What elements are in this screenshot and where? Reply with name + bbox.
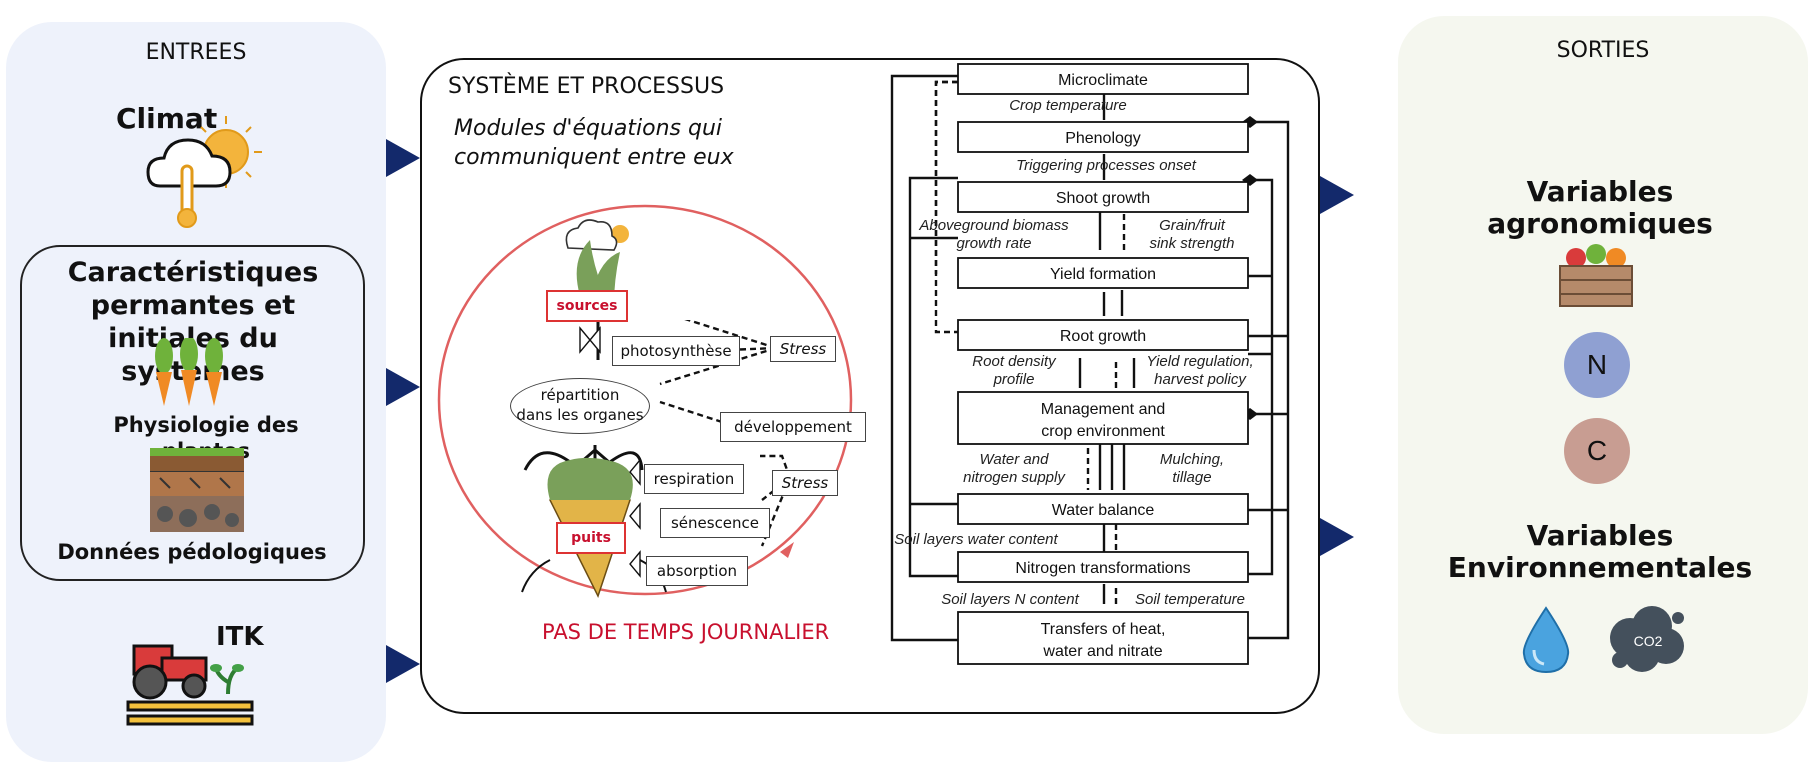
stress-box-1: Stress bbox=[770, 336, 836, 362]
agro-line-2: agronomiques bbox=[1487, 207, 1713, 240]
node-phenology bbox=[957, 121, 1249, 153]
label-root-density-1: Root density bbox=[972, 353, 1057, 370]
node-nitrogen bbox=[957, 551, 1249, 583]
label-yield-regulation-2: harvest policy bbox=[1154, 371, 1247, 388]
node-transfers bbox=[957, 611, 1249, 665]
time-step-label: PAS DE TEMPS JOURNALIER bbox=[542, 620, 830, 644]
label-grain-1: Grain/fruit bbox=[1159, 217, 1226, 234]
absorption-box: absorption bbox=[646, 556, 748, 586]
system-subtitle-1: Modules d'équations qui bbox=[454, 116, 723, 141]
label-soil-water: Soil layers water content bbox=[894, 531, 1058, 548]
tractor-icon bbox=[126, 644, 254, 726]
puits-box: puits bbox=[556, 522, 626, 554]
label-crop-temperature: Crop temperature bbox=[1009, 97, 1127, 114]
label-mulching-1: Mulching, bbox=[1160, 451, 1224, 468]
label-mulching-2: tillage bbox=[1172, 469, 1211, 486]
daily-cycle-circle bbox=[437, 204, 853, 596]
climat-label: Climat bbox=[116, 102, 218, 135]
env-line-1: Variables bbox=[1526, 519, 1674, 552]
output-arrow-2 bbox=[1320, 518, 1354, 556]
node-root-growth bbox=[957, 319, 1249, 351]
caracteristiques-box bbox=[20, 245, 365, 581]
node-management bbox=[957, 391, 1249, 445]
node-transfers-label-2: water and nitrate bbox=[1042, 643, 1162, 660]
photosynthese-box: photosynthèse bbox=[612, 336, 740, 366]
node-management-label-1: Management and bbox=[1041, 401, 1166, 418]
label-soil-temperature: Soil temperature bbox=[1135, 591, 1245, 608]
agro-line-1: Variables bbox=[1526, 175, 1674, 208]
co2-label: CO2 bbox=[1634, 633, 1663, 649]
input-arrow-1 bbox=[386, 139, 420, 177]
node-yield-formation-label: Yield formation bbox=[1050, 266, 1156, 283]
output-arrow-1 bbox=[1320, 176, 1354, 214]
respiration-box: respiration bbox=[644, 464, 744, 494]
node-transfers-label-1: Transfers of heat, bbox=[1041, 621, 1166, 638]
node-microclimate-label: Microclimate bbox=[1058, 72, 1148, 89]
stress-box-2: Stress bbox=[772, 470, 838, 496]
variables-agronomiques: Variables agronomiques bbox=[1440, 176, 1760, 240]
label-water-nitrogen-1: Water and bbox=[980, 451, 1050, 468]
label-agb-2: growth rate bbox=[956, 235, 1031, 252]
node-shoot-growth-label: Shoot growth bbox=[1056, 190, 1150, 207]
label-agb-1: Aboveground biomass bbox=[918, 217, 1069, 234]
co2-cloud-icon: CO2 bbox=[1610, 606, 1684, 672]
system-subtitle-2: communiquent entre eux bbox=[454, 145, 734, 170]
input-arrow-3 bbox=[386, 645, 420, 683]
label-grain-2: sink strength bbox=[1149, 235, 1234, 252]
itk-label: ITK bbox=[216, 622, 264, 652]
cycle-arrow-head bbox=[780, 542, 794, 558]
inputs-title: ENTREES bbox=[145, 40, 247, 65]
system-title: SYSTÈME ET PROCESSUS bbox=[448, 74, 725, 99]
label-water-nitrogen-2: nitrogen supply bbox=[963, 469, 1066, 486]
node-phenology-label: Phenology bbox=[1065, 130, 1141, 147]
variables-environnementales: Variables Environnementales bbox=[1440, 520, 1760, 584]
label-triggering: Triggering processes onset bbox=[1016, 157, 1197, 174]
pedologiques-label: Données pédologiques bbox=[57, 540, 327, 564]
node-nitrogen-label: Nitrogen transformations bbox=[1015, 560, 1190, 577]
caracteristiques-title: Caractéristiques permantes et initiales … bbox=[67, 257, 319, 387]
repartition-line-1: répartition bbox=[540, 386, 620, 404]
label-root-density-2: profile bbox=[993, 371, 1035, 388]
label-yield-regulation-1: Yield regulation, bbox=[1146, 353, 1253, 370]
cloud-icon bbox=[565, 219, 618, 251]
repartition-line-2: dans les organes bbox=[516, 406, 644, 424]
developpement-box: développement bbox=[720, 412, 866, 442]
sources-box: sources bbox=[546, 290, 628, 322]
soil-icon bbox=[150, 448, 244, 532]
senescence-box: sénescence bbox=[660, 508, 770, 538]
repartition-ellipse: répartition dans les organes bbox=[510, 378, 650, 434]
env-line-2: Environnementales bbox=[1447, 551, 1753, 584]
input-arrow-2 bbox=[386, 368, 420, 406]
carbon-circle: C bbox=[1564, 418, 1630, 484]
stics-flowchart: Microclimate Phenology Shoot growth Yiel… bbox=[890, 63, 1290, 665]
node-microclimate bbox=[957, 63, 1249, 95]
nitrogen-circle: N bbox=[1564, 332, 1630, 398]
climate-icon bbox=[146, 116, 262, 228]
carrots-icon bbox=[155, 338, 223, 406]
vegetable-crate-icon bbox=[1559, 244, 1633, 307]
node-management-label-2: crop environment bbox=[1041, 423, 1165, 440]
label-soil-n: Soil layers N content bbox=[941, 591, 1079, 608]
node-yield-formation bbox=[957, 257, 1249, 289]
node-water-balance-label: Water balance bbox=[1052, 502, 1155, 519]
outputs-title: SORTIES bbox=[1556, 38, 1650, 63]
node-shoot-growth bbox=[957, 181, 1249, 213]
water-drop-icon bbox=[1522, 606, 1570, 674]
node-water-balance bbox=[957, 493, 1249, 525]
node-root-growth-label: Root growth bbox=[1060, 328, 1146, 345]
